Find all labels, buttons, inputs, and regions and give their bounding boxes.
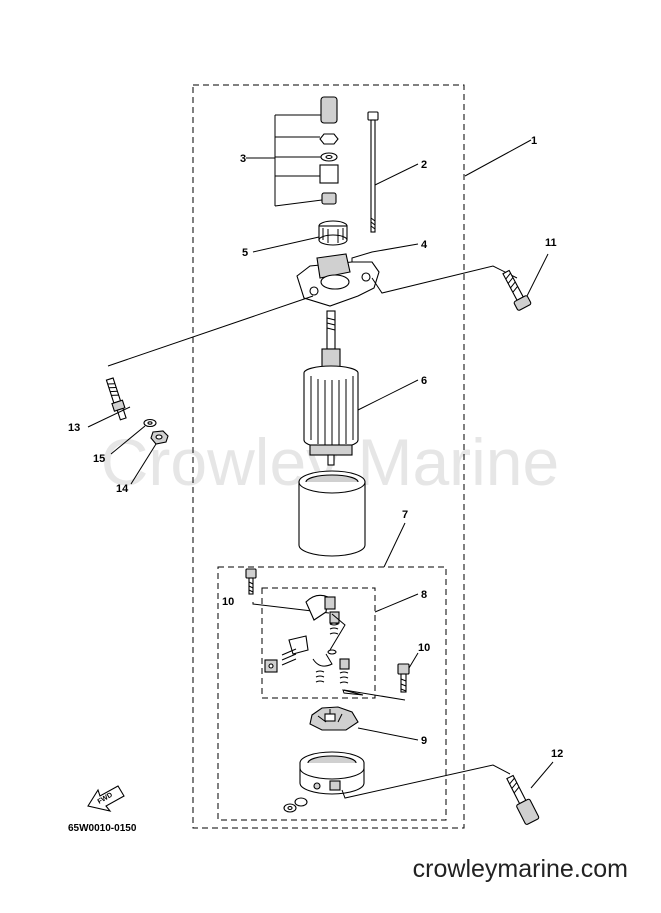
part-15-washer [110,418,157,455]
callout-10-left: 10 [222,596,234,608]
callout-15: 15 [93,453,105,465]
part-8-brush-holder [264,593,419,696]
callout-14: 14 [116,483,129,495]
part-5-pinion-gear [252,220,348,253]
callout-11: 11 [545,237,557,249]
yoke-housing [298,470,366,557]
part-12-bolt [506,761,554,825]
callout-4: 4 [421,239,428,251]
part-2-through-bolt [367,111,419,233]
part-4-upper-bracket [107,243,518,367]
assembly-box-1 [192,84,465,829]
assembly-box-8 [261,587,376,699]
callout-1: 1 [531,135,537,147]
callout-7: 7 [402,509,408,521]
part-10-bolt-left [245,568,330,614]
part-10-bolt-right [343,652,419,701]
lower-end-cover [283,751,511,813]
callout-6: 6 [421,375,427,387]
callout-3: 3 [240,153,246,165]
fwd-arrow-icon: FWD [87,785,125,812]
callout-10-right: 10 [418,642,430,654]
diagram-code: 65W0010-0150 [68,823,137,834]
callout-13: 13 [68,422,80,434]
assembly-box-7 [217,566,447,821]
callout-8: 8 [421,589,427,601]
part-3-group [246,96,339,207]
part-11-bolt [502,253,549,311]
part-13-stud-bolt [87,377,131,428]
part-9-brush-plate [309,706,419,741]
callout-2: 2 [421,159,427,171]
callout-12: 12 [551,748,563,760]
callout-5: 5 [242,247,248,259]
part-14-nut [130,430,169,485]
callout-9: 9 [421,735,427,747]
footer-url: crowleymarine.com [413,855,628,883]
part-6-armature [303,310,419,466]
